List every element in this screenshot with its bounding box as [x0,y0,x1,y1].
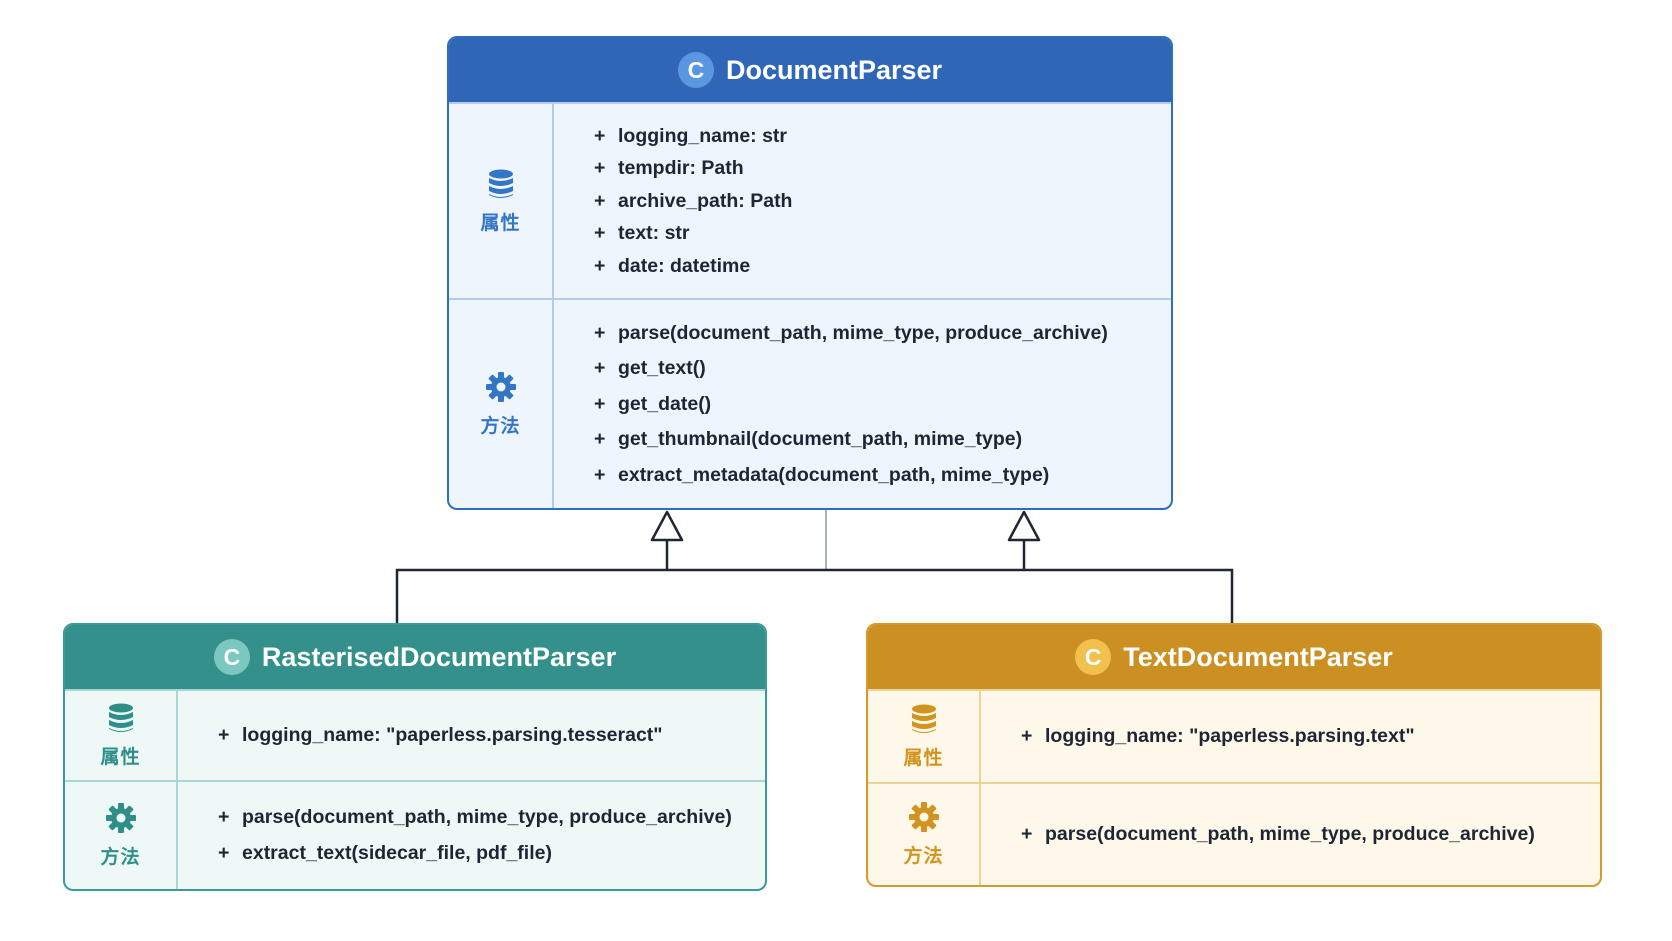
visibility-marker: + [1021,823,1033,845]
methods-label: 方法 [100,847,141,868]
attributes-section: 属性 + logging_name: "paperless.parsing.tex… [868,689,1600,782]
attribute-item: + logging_name: str [594,120,792,153]
attribute-text: tempdir: Path [618,157,744,179]
attribute-text: logging_name: str [618,124,788,147]
visibility-marker: + [594,157,606,179]
visibility-marker: + [594,124,606,147]
visibility-marker: + [218,806,230,829]
method-item: + extract_metadata(document_path, mime_ty… [594,457,1108,493]
class-name: TextDocumentParser [1123,641,1393,672]
inheritance-bus-line [395,568,1234,623]
class-document-parser[interactable]: C DocumentParser 属性 + logging_name: str +… [447,36,1173,510]
attribute-text: logging_name: "paperless.parsing.tessera… [242,724,663,746]
class-name: RasterisedDocumentParser [261,641,617,672]
attributes-side: 属性 [65,691,178,780]
inheritance-arrowhead-rasterised [650,510,684,542]
method-text: parse(document_path, mime_type, produce_… [618,321,1108,344]
class-rasterised-document-parser[interactable]: C RasterisedDocumentParser 属性 + logging_n… [63,623,767,891]
attribute-item: + text: str [594,217,792,250]
visibility-marker: + [1021,725,1033,747]
database-icon [487,168,515,200]
class-text-document-parser[interactable]: C TextDocumentParser 属性 + logging_name: "… [866,623,1602,887]
class-stereotype-badge: C [677,52,714,88]
visibility-marker: + [218,841,230,864]
attributes-section: 属性 + logging_name: "paperless.parsing.tes… [65,689,765,780]
inheritance-arrowhead-text [1007,510,1041,542]
method-text: extract_metadata(document_path, mime_typ… [618,463,1050,486]
class-header: C RasterisedDocumentParser [65,625,765,689]
method-item: + parse(document_path, mime_type, produce… [218,800,732,836]
visibility-marker: + [594,254,606,277]
gear-icon [485,371,517,403]
visibility-marker: + [218,724,230,746]
methods-side: 方法 [65,782,178,889]
attribute-text: text: str [618,222,690,244]
methods-list: + parse(document_path, mime_type, produce… [178,782,732,889]
method-text: get_text() [618,357,706,379]
attributes-side: 属性 [449,104,554,298]
method-text: extract_text(sidecar_file, pdf_file) [242,841,552,864]
attributes-label: 属性 [100,747,141,768]
class-stereotype-badge: C [213,639,250,675]
attribute-text: logging_name: "paperless.parsing.text" [1045,725,1415,747]
visibility-marker: + [594,357,606,379]
method-item: + get_thumbnail(document_path, mime_type) [594,422,1108,458]
attribute-item: + date: datetime [594,250,792,283]
methods-section: 方法 + parse(document_path, mime_type, prod… [868,782,1600,885]
visibility-marker: + [594,321,606,344]
methods-section: 方法 + parse(document_path, mime_type, prod… [449,298,1171,508]
attributes-list: + logging_name: "paperless.parsing.tesser… [178,691,663,780]
methods-label: 方法 [480,415,521,437]
method-text: parse(document_path, mime_type, produce_… [242,806,732,829]
visibility-marker: + [594,463,606,486]
methods-section: 方法 + parse(document_path, mime_type, prod… [65,780,765,889]
attribute-text: date: datetime [618,254,751,277]
methods-list: + parse(document_path, mime_type, produce… [554,300,1108,508]
attributes-list: + logging_name: str + tempdir: Path + archi… [554,104,792,298]
attribute-item: + logging_name: "paperless.parsing.tesser… [218,718,663,754]
visibility-marker: + [594,392,606,415]
method-item: + get_text() [594,351,1108,387]
attribute-item: + archive_path: Path [594,185,792,218]
attribute-text: archive_path: Path [618,189,793,212]
visibility-marker: + [594,222,606,244]
visibility-marker: + [594,428,606,450]
class-header: C DocumentParser [449,38,1171,102]
methods-side: 方法 [449,300,554,508]
attribute-item: + logging_name: "paperless.parsing.text" [1021,719,1415,755]
database-icon [910,703,938,735]
class-stereotype-badge: C [1075,639,1112,675]
attributes-list: + logging_name: "paperless.parsing.text" [981,691,1415,782]
attributes-label: 属性 [903,748,944,769]
database-icon [107,702,135,734]
method-text: get_date() [618,392,712,415]
class-header: C TextDocumentParser [868,625,1600,689]
gear-icon [105,802,137,834]
class-name: DocumentParser [725,54,943,85]
visibility-marker: + [594,189,606,212]
attributes-label: 属性 [480,212,521,234]
method-item: + get_date() [594,386,1108,422]
methods-label: 方法 [903,846,944,867]
gear-icon [908,801,940,833]
method-text: parse(document_path, mime_type, produce_… [1045,823,1535,845]
method-item: + parse(document_path, mime_type, produce… [1021,817,1535,853]
attribute-item: + tempdir: Path [594,152,792,185]
attributes-side: 属性 [868,691,981,782]
methods-list: + parse(document_path, mime_type, produce… [981,784,1535,885]
attributes-section: 属性 + logging_name: str + tempdir: Path + ar… [449,102,1171,298]
method-item: + parse(document_path, mime_type, produce… [594,315,1108,351]
method-item: + extract_text(sidecar_file, pdf_file) [218,836,732,872]
method-text: get_thumbnail(document_path, mime_type) [618,428,1023,450]
methods-side: 方法 [868,784,981,885]
